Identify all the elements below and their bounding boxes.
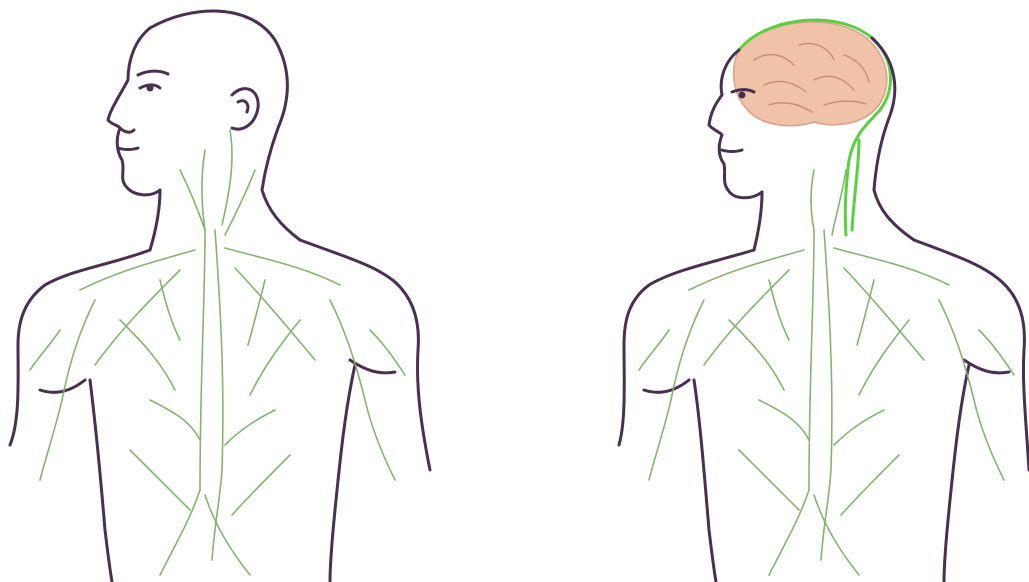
figure-left	[0, 0, 514, 582]
brain	[734, 22, 887, 126]
lymphatic-vessels	[639, 170, 1014, 575]
figure-left-illustration	[0, 0, 514, 582]
lymphatic-vessels	[30, 130, 405, 575]
figure-right	[514, 0, 1029, 582]
figure-right-illustration	[514, 0, 1029, 582]
